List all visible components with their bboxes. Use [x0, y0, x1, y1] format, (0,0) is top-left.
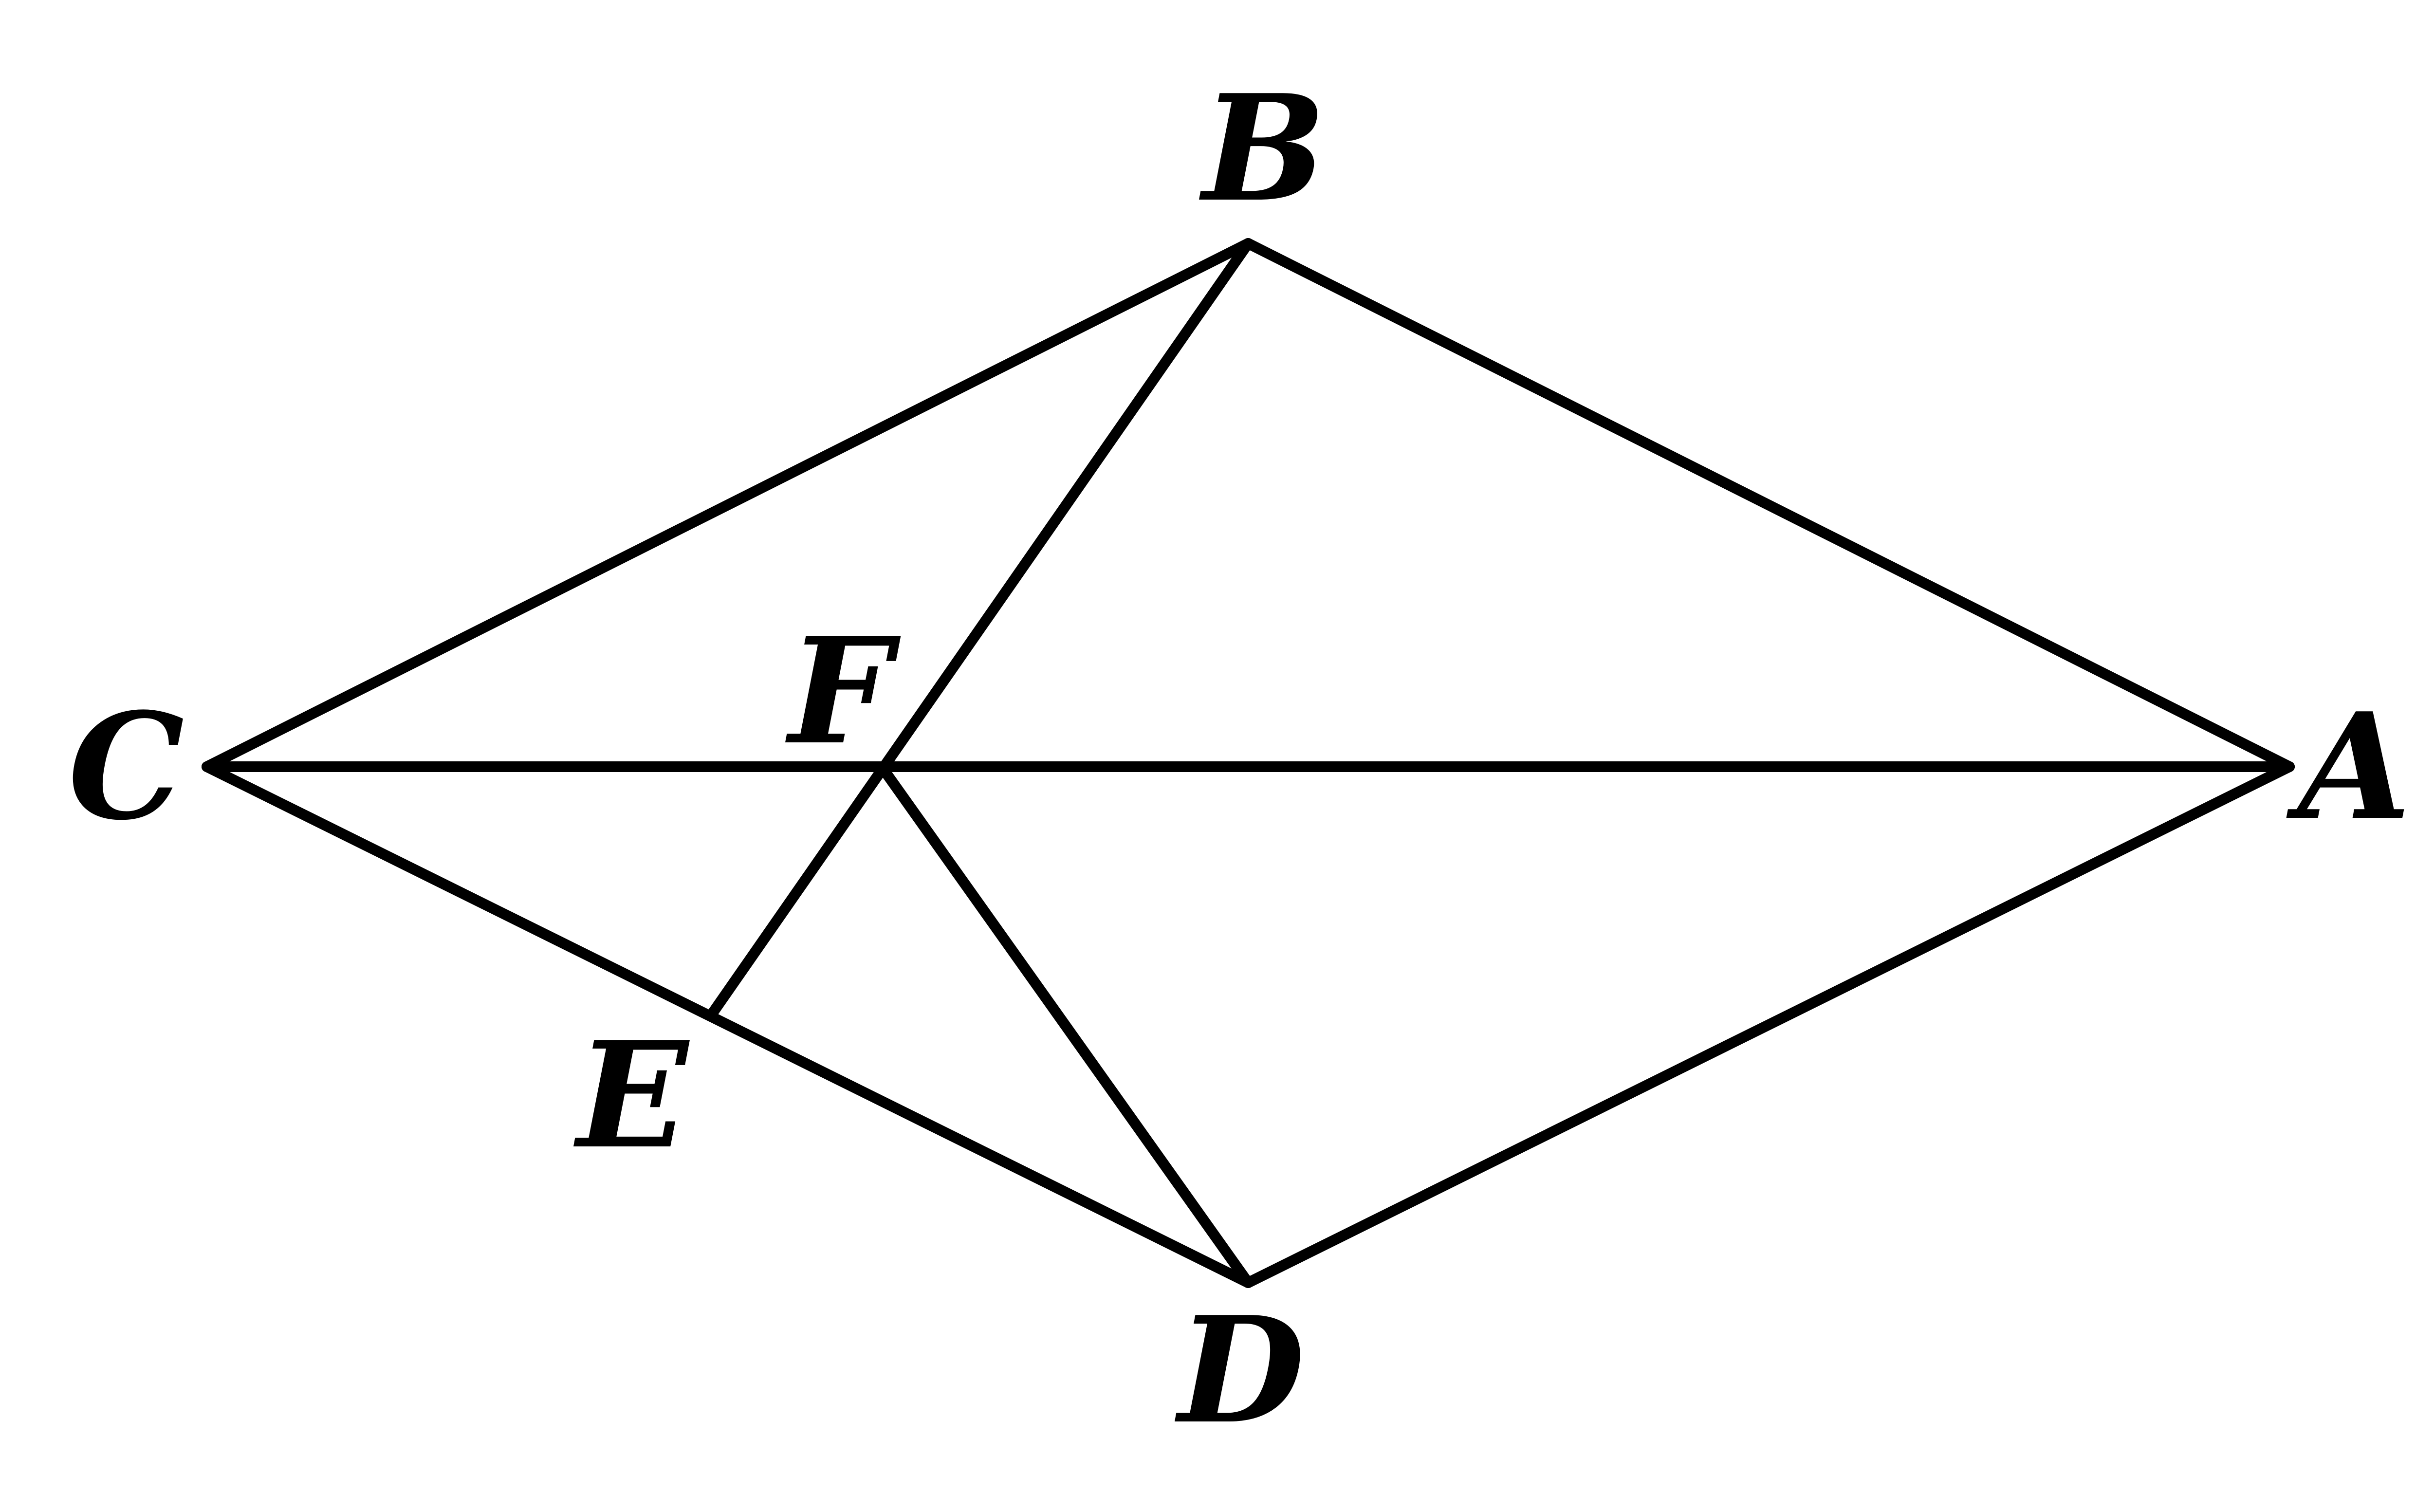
label-c: C — [68, 681, 184, 852]
label-a: A — [2286, 681, 2411, 852]
point-labels: B C A F E D — [68, 62, 2411, 1456]
segment-ad — [1243, 761, 2295, 1288]
segment-ba — [1243, 238, 2295, 772]
segment-dc — [202, 761, 1254, 1288]
label-b: B — [1198, 62, 1326, 234]
segment-be — [706, 238, 1254, 1020]
segment-fd — [876, 761, 1254, 1288]
segment-cb — [202, 238, 1254, 772]
label-d: D — [1174, 1284, 1306, 1456]
label-e: E — [572, 1009, 691, 1181]
label-f: F — [784, 605, 903, 777]
segments — [202, 238, 2295, 1288]
